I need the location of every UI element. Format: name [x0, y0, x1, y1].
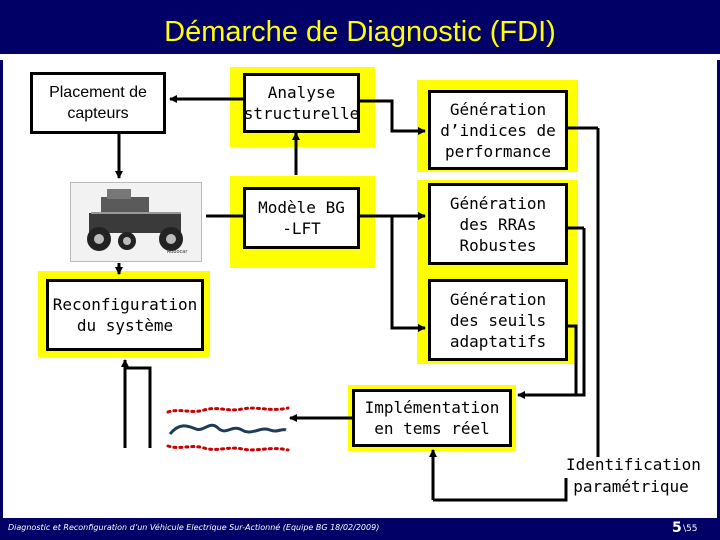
vehicle-photo: Robocar	[70, 182, 202, 262]
modele-bg-lft-box: Modèle BG -LFT	[243, 187, 360, 249]
rras-robustes-box: Génération des RRAs Robustes	[428, 183, 568, 265]
slide-title: Démarche de Diagnostic (FDI)	[164, 16, 556, 48]
footer-text: Diagnostic et Reconfiguration d’un Véhic…	[8, 523, 380, 532]
vehicle-illustration	[87, 189, 183, 251]
header-band	[0, 0, 720, 57]
left-border	[0, 60, 3, 520]
indices-performance-box: Génération d’indices de performance	[428, 90, 568, 170]
identification-label: Identification paramétrique	[566, 455, 701, 496]
footer-band	[0, 518, 720, 540]
page-total: \55	[683, 524, 698, 534]
seuils-adaptatifs-box: Génération des seuils adaptatifs	[428, 279, 568, 361]
implementation-box: Implémentation en tems réel	[352, 389, 512, 447]
reconfiguration-box: Reconfiguration du système	[46, 279, 204, 351]
photo-caption: Robocar	[167, 249, 188, 255]
analyse-structurelle-box: Analyse structurelle	[243, 73, 360, 133]
placement-capteurs-box: Placement de capteurs	[30, 72, 166, 134]
right-border	[717, 60, 720, 520]
residual-plot	[166, 406, 290, 452]
page-number: 5	[672, 520, 682, 536]
